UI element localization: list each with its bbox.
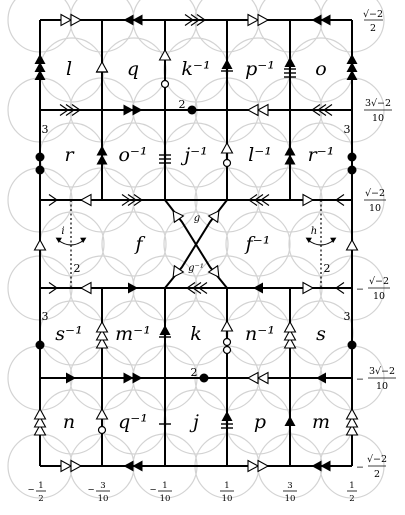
map-label-g: g [194, 213, 200, 224]
svg-text:2: 2 [38, 494, 43, 504]
svg-text:−: − [149, 485, 156, 495]
bottom-axis-labels: − 1 2 − 3 10 − 1 10 1 10 3 10 1 [27, 481, 357, 504]
map-label-i: i [61, 226, 64, 237]
svg-text:−: − [356, 374, 364, 385]
order-label: 3 [344, 123, 351, 136]
face-label: q⁻¹ [118, 411, 148, 433]
svg-text:√−2: √−2 [367, 454, 387, 465]
face-label: n⁻¹ [245, 323, 275, 345]
svg-text:10: 10 [98, 494, 109, 504]
svg-text:√−2: √−2 [363, 9, 383, 20]
axis-label-right: − √−2 10 [356, 276, 390, 302]
svg-text:3: 3 [100, 481, 105, 491]
map-labels: g g⁻¹ i h [61, 213, 317, 274]
svg-text:1: 1 [162, 481, 167, 491]
face-label: k⁻¹ [181, 58, 210, 80]
svg-text:1: 1 [349, 481, 354, 491]
svg-text:10: 10 [376, 381, 388, 392]
face-label: f⁻¹ [244, 233, 271, 255]
vertex-order-labels: 2 2 2 2 3 3 3 3 [42, 98, 351, 379]
svg-text:1: 1 [38, 481, 43, 491]
order-label: 2 [324, 262, 331, 275]
face-label: r [64, 144, 75, 166]
face-label: l [66, 58, 72, 80]
axis-label-bottom: 1 10 [220, 481, 234, 504]
svg-text:2: 2 [349, 494, 354, 504]
dashed-axes [70, 200, 322, 288]
face-label: m [312, 411, 330, 433]
axis-label-bottom: − 1 2 [27, 481, 46, 504]
svg-text:3: 3 [287, 481, 292, 491]
order-label: 3 [42, 123, 49, 136]
order-label: 2 [191, 366, 198, 379]
face-label: o⁻¹ [118, 144, 147, 166]
axis-label-bottom: − 1 10 [149, 481, 172, 504]
face-label: s⁻¹ [55, 323, 82, 345]
right-axis-labels: √−2 2 3√−2 10 √−2 10 − √−2 10 − 3√−2 10 … [356, 9, 396, 480]
order-label: 3 [344, 310, 351, 323]
svg-text:−: − [356, 462, 364, 473]
order-label: 3 [42, 310, 49, 323]
svg-text:3√−2: 3√−2 [365, 98, 391, 109]
face-labels: l q k⁻¹ p⁻¹ o r o⁻¹ j⁻¹ l⁻¹ r⁻¹ f f⁻¹ s⁻… [55, 58, 334, 433]
face-label: r⁻¹ [308, 144, 335, 166]
svg-text:2: 2 [374, 469, 380, 480]
face-label: j [189, 411, 199, 433]
face-label: j⁻¹ [180, 144, 208, 166]
svg-text:−: − [87, 485, 94, 495]
map-label-h: h [311, 226, 317, 237]
svg-text:−: − [27, 485, 34, 495]
face-label: l⁻¹ [248, 144, 272, 166]
svg-text:10: 10 [372, 113, 384, 124]
face-label: q [127, 58, 139, 80]
grid-lines [39, 19, 353, 467]
order-label: 2 [74, 262, 81, 275]
face-label: n [63, 411, 75, 433]
axis-label-right: 3√−2 10 [364, 98, 392, 124]
face-label: k [190, 323, 202, 345]
face-label: f [133, 233, 145, 255]
axis-label-bottom: − 3 10 [87, 481, 110, 504]
svg-text:2: 2 [370, 23, 376, 34]
svg-text:10: 10 [222, 494, 233, 504]
face-label: s [316, 323, 326, 345]
face-label: o [315, 58, 326, 80]
axis-label-bottom: 3 10 [283, 481, 297, 504]
svg-text:10: 10 [160, 494, 171, 504]
svg-text:10: 10 [285, 494, 296, 504]
axis-label-right: √−2 2 [363, 9, 383, 34]
svg-text:−: − [356, 284, 364, 295]
axis-label-bottom: 1 2 [347, 481, 357, 504]
svg-text:3√−2: 3√−2 [369, 366, 395, 377]
map-label-g-inverse: g⁻¹ [188, 263, 204, 274]
edge-gluing-marks [33, 15, 359, 472]
face-label: m⁻¹ [115, 323, 151, 345]
svg-text:1: 1 [224, 481, 229, 491]
svg-text:10: 10 [369, 203, 381, 214]
rotation-arcs [57, 239, 335, 246]
face-label: p⁻¹ [245, 58, 275, 80]
rotation-arc-heads [54, 235, 338, 243]
axis-label-right: − √−2 2 [356, 454, 387, 480]
axis-label-right: − 3√−2 10 [356, 366, 396, 392]
order-label: 2 [179, 98, 186, 111]
svg-text:√−2: √−2 [365, 188, 385, 199]
axis-label-right: √−2 10 [364, 188, 386, 214]
face-label: p [254, 411, 266, 433]
svg-text:√−2: √−2 [369, 276, 389, 287]
svg-text:10: 10 [373, 291, 385, 302]
